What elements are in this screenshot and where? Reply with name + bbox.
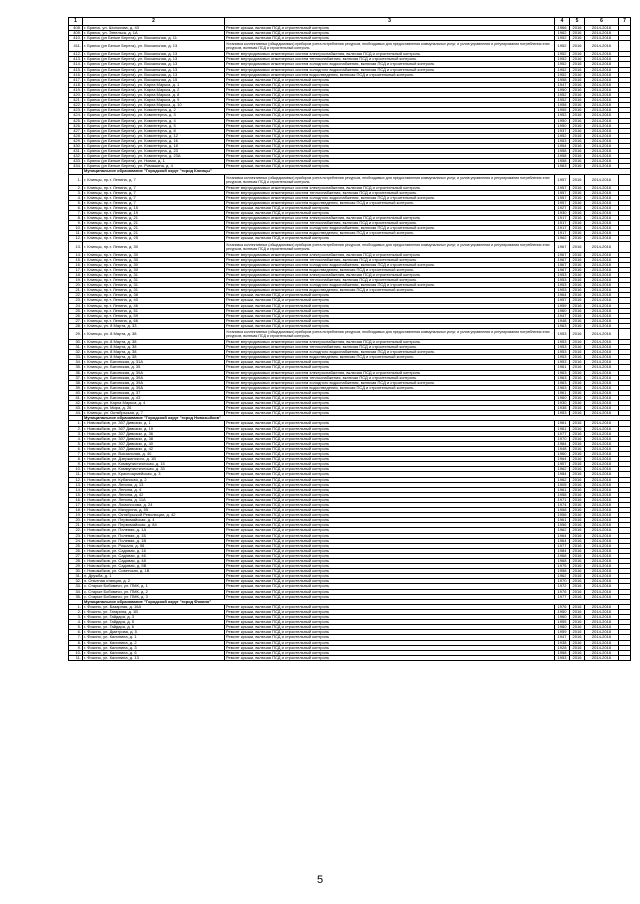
- note-cell: [618, 322, 631, 329]
- table-row: 420.г. Брянск (рп Белые Берега), ул. Кар…: [68, 92, 631, 99]
- table-row: 417.г. Брянск (рп Белые Берега), ул. Вок…: [68, 76, 631, 83]
- table-row: 413.г. Брянск (рп Белые Берега), ул. Вок…: [68, 56, 631, 63]
- work-type-cell: Установка коллективных (общедомовых) при…: [224, 40, 555, 53]
- header-cell: 1: [68, 17, 83, 26]
- row-number-cell: 411.: [68, 40, 83, 53]
- row-number-cell: 29.: [68, 327, 83, 340]
- table-row: 412.г. Брянск (рп Белые Берега), ул. Вок…: [68, 51, 631, 58]
- table-row: 416.г. Брянск (рп Белые Берега), ул. Вок…: [68, 71, 631, 78]
- period-cell: 2014-2016: [584, 240, 619, 253]
- table-body: 1 2 3 4 5 6 7 408.г. Брянск, ул. Шолохов…: [68, 17, 631, 661]
- note-cell: [618, 327, 631, 340]
- table-row: 426.г. Брянск (рп Белые Берега), ул. Ком…: [68, 122, 631, 129]
- table-row: 9.г. Новозыбков, ул. Коммунистическая, д…: [68, 461, 631, 468]
- header-cell: 6: [584, 17, 619, 26]
- year-cell: 2016: [569, 240, 585, 253]
- year-cell: 2016: [569, 40, 585, 53]
- year-built-cell: 1967: [554, 240, 570, 253]
- year-cell: 2016: [569, 327, 585, 340]
- table-row: 432.г. Брянск (рп Белые Берега), ул. Ком…: [68, 153, 631, 160]
- note-cell: [618, 173, 631, 186]
- table-row: 410.г. Брянск (рп Белые Берега), ул. Вок…: [68, 35, 631, 42]
- note-cell: [618, 240, 631, 253]
- header-cell: 5: [569, 17, 585, 26]
- work-type-cell: Установка коллективных (общедомовых) при…: [224, 240, 555, 253]
- year-cell: 2016: [569, 173, 585, 186]
- work-type-cell: Ремонт крыши, включая ПСД и строительный…: [224, 654, 555, 661]
- work-type-cell: Установка коллективных (общедомовых) при…: [224, 327, 555, 340]
- table-row: 21.г. Новозыбков, ул. Первомайская, д. 8…: [68, 522, 631, 529]
- page-number: 5: [316, 874, 324, 886]
- address-cell: г. Брянск (рп Белые Берега), ул. Вокзаль…: [82, 40, 225, 53]
- year-built-cell: 1953: [554, 327, 570, 340]
- year-built-cell: 1957: [554, 173, 570, 186]
- table-row: 414.г. Брянск (рп Белые Берега), ул. Вок…: [68, 61, 631, 68]
- period-cell: 2014-2016: [584, 654, 619, 661]
- section-title-cell: Муниципальное образование "Городской окр…: [82, 168, 631, 175]
- year-cell: 2016: [569, 654, 585, 661]
- work-type-cell: Установка коллективных (общедомовых) при…: [224, 173, 555, 186]
- capital-repair-table: 1 2 3 4 5 6 7 408.г. Брянск, ул. Шолохов…: [68, 17, 631, 661]
- table-header-row: 1 2 3 4 5 6 7: [68, 17, 631, 26]
- note-cell: [618, 35, 631, 42]
- table-row: 419.г. Брянск (рп Белые Берега), ул. Кар…: [68, 86, 631, 94]
- address-cell: г. Клинцы, пр-т. Ленина, д. 30: [82, 240, 225, 253]
- period-cell: 2014-2016: [584, 327, 619, 340]
- address-cell: г. Фокино, ул. Калинина, д. 13: [82, 654, 225, 661]
- document-sheet: 1 2 3 4 5 6 7 408.г. Брянск, ул. Шолохов…: [68, 17, 631, 661]
- note-cell: [618, 40, 631, 53]
- address-cell: г. Клинцы, ул. 8 Марта, д. 38: [82, 327, 225, 340]
- table-row: 429.г. Брянск (рп Белые Берега), ул. Ком…: [68, 137, 631, 144]
- year-built-cell: 1952: [554, 40, 570, 53]
- table-row: 411.г. Брянск (рп Белые Берега), ул. Вок…: [68, 40, 631, 53]
- address-cell: г. Клинцы, пр-т. Ленина, д. 7: [82, 173, 225, 186]
- header-cell: 7: [618, 17, 631, 26]
- row-number-cell: 1.: [68, 173, 83, 186]
- period-cell: 2014-2016: [584, 40, 619, 53]
- header-cell: 3: [224, 17, 555, 26]
- header-cell: 2: [82, 17, 225, 26]
- note-cell: [618, 235, 631, 242]
- row-number-cell: 13.: [68, 240, 83, 253]
- year-built-cell: 1953: [554, 654, 570, 661]
- note-cell: [618, 654, 631, 661]
- row-number-cell: 11.: [68, 654, 83, 661]
- section-row: Муниципальное образование "Городской окр…: [68, 168, 631, 175]
- header-cell: 4: [554, 17, 570, 26]
- period-cell: 2014-2016: [584, 173, 619, 186]
